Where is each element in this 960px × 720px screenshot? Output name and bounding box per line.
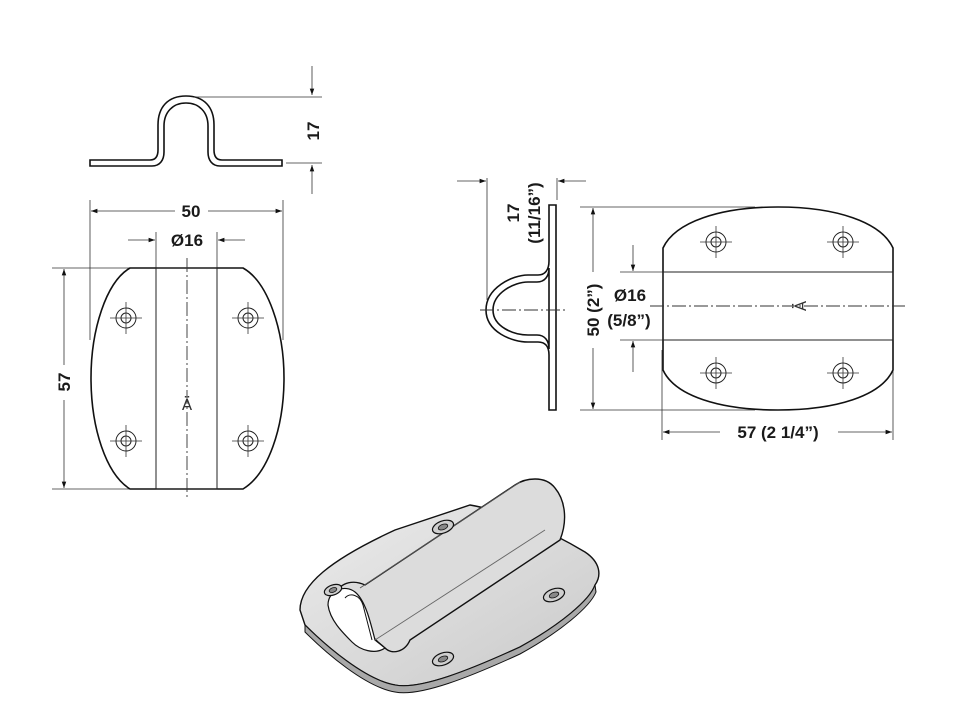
left-logo-mark: Ä [182, 395, 193, 414]
right-length-label: 57 (2 1/4”) [737, 423, 818, 442]
left-plan-view: 50 Ø16 57 Ä [52, 200, 285, 498]
isometric-view [299, 478, 600, 694]
right-plan-holes [700, 226, 859, 389]
isometric-holes [323, 519, 566, 667]
right-height-label: 17 [504, 204, 523, 223]
right-diameter-imperial-label: (5/8”) [607, 311, 650, 330]
left-plan-holes [110, 302, 264, 457]
left-length-label: 57 [55, 373, 74, 392]
right-logo-mark: Ä [791, 300, 810, 311]
left-diameter-label: Ø16 [171, 231, 203, 250]
left-height-label: 17 [304, 122, 323, 141]
left-width-label: 50 [182, 202, 201, 221]
left-side-profile: 17 [89, 66, 323, 194]
right-plan-view: 50 (2”) Ø16 (5/8”) 57 (2 1/4”) Ä [580, 206, 905, 442]
right-height-imperial-label: (11/16”) [525, 182, 544, 243]
right-side-profile: 17 (11/16”) [457, 178, 586, 411]
right-width-label: 50 (2”) [584, 284, 603, 337]
right-diameter-label: Ø16 [614, 286, 646, 305]
